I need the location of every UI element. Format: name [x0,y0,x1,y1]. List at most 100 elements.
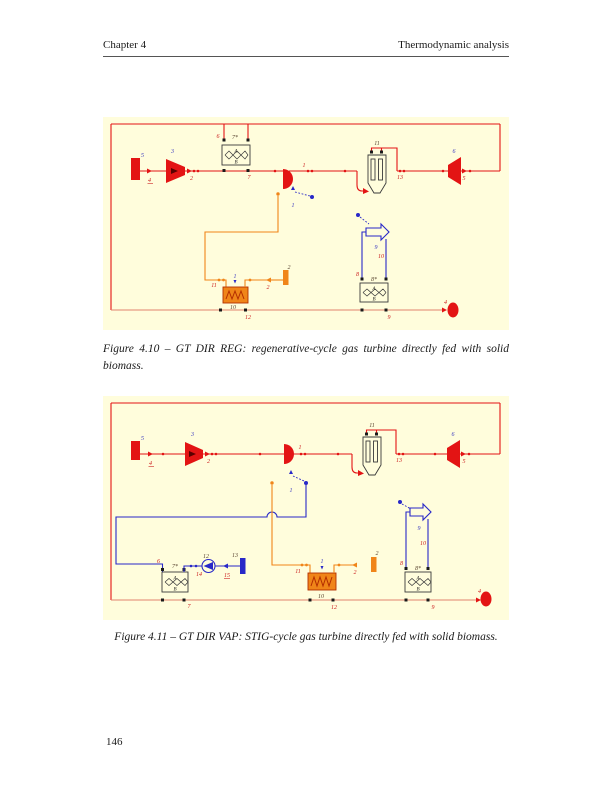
fuel-dryer-icon: 11 1 10 12 2 2 [271,485,379,611]
flow-arrow-icon [461,451,466,457]
dryer-out-label: 12 [245,315,251,321]
water-arrow-icon [223,563,228,569]
control-marker-icon [291,186,295,190]
fuel-source-label: 2 [288,265,291,271]
flow-arrow-icon [462,168,467,174]
figure-4-10-diagram: 5 4 3 2 6 7* A B 7 [103,117,509,330]
fan-out-label: 10 [378,254,384,260]
dryer-in-label: 11 [295,569,301,575]
fuel-source-icon [283,270,289,285]
sink-label: 4 [444,299,447,306]
compressor-out-label: 2 [207,459,210,465]
filter-label: 11 [369,423,375,429]
hx8-out-label: 9 [388,315,391,321]
hx7-out-label: 7 [248,175,252,181]
filter-out-label: 13 [397,175,403,181]
exhaust-loop-lines [110,123,501,311]
flow-arrow-icon [147,168,152,174]
turbine-label: 6 [453,149,456,155]
dryer-ctrl-label: 1 [234,274,237,280]
hx8-out-label: 9 [432,605,435,611]
hx7-a-label: A [172,577,177,582]
stack-sink-icon: 4 [442,299,459,318]
flow-arrow-icon [148,451,153,457]
fuel-port-dot [276,192,280,196]
figure-4-11-caption: Figure 4.11 – GT DIR VAP: STIG-cycle gas… [103,629,509,646]
hx7-b-label: B [234,161,237,166]
control-node-dot [310,195,314,199]
header-section: Thermodynamic analysis [398,39,509,51]
turbine-icon: 6 5 [447,432,500,468]
page-header: Chapter 4 Thermodynamic analysis [103,39,509,51]
hx8-b-label: B [416,588,419,593]
fuel-stream-label: 2 [267,285,270,291]
hx8-in-label: 8 [356,272,359,278]
hx7-in-label: 6 [217,134,220,140]
control-node-dot [398,500,402,504]
page-number: 146 [106,736,123,748]
biomass-source-icon: 5 4 [131,153,166,184]
compressor-out-label: 2 [190,176,193,182]
caption-line: Figure 4.11 – GT DIR VAP: STIG-cycle gas… [114,631,498,643]
water-source-icon [240,558,246,574]
fan-out-label: 10 [420,541,426,547]
fuel-port-dot [270,481,274,485]
caption-line: biomass. [103,360,144,372]
hx7-a-label: A [233,150,238,155]
dryer-in-label: 11 [211,283,217,289]
fuel-stream-label: 2 [354,570,357,576]
pump-out-label: 14 [196,571,202,578]
gt-dir-reg-schematic: 5 4 3 2 6 7* A B 7 [110,123,501,321]
compressor-label: 3 [170,149,174,155]
turbine-icon: 6 5 [448,149,500,185]
fuel-arrow-icon [352,562,357,568]
hx8-a-label: A [415,577,420,582]
exhaust-loop-lines [110,402,501,601]
flow-arrow-icon [205,451,210,457]
economizer-hx-icon: 7* A B 7 [161,564,192,610]
combustor-ctrl-label: 1 [292,203,295,209]
fan-label: 9 [375,245,378,251]
source-label: 5 [141,153,144,159]
hx8-a-label: A [371,287,376,292]
filter-feed-line [336,452,364,476]
combustor-ctrl-label: 1 [290,488,293,494]
figure-4-11-diagram: 5 4 3 2 1 1 [103,396,509,620]
fan-icon: 9 8 10 [356,213,390,278]
figure-4-10-caption: Figure 4.10 – GT DIR REG: regenerative-c… [103,341,509,375]
combustor-icon: 1 1 [270,444,352,494]
compressor-label: 3 [190,432,194,438]
condenser-hx-icon: 8* A B 9 [359,277,391,321]
combustor-out-label: 1 [303,163,306,169]
water-stream-label: 15 [224,573,230,579]
dryer-out-label: 12 [331,605,337,611]
combustor-out-label: 1 [299,445,302,451]
hx8-title: 8* [415,566,421,572]
regenerator-hx-icon: 6 7* A B 7 [217,124,252,181]
filter-label: 11 [374,141,380,147]
fuel-dryer-icon: 11 1 10 12 2 2 [204,196,291,321]
steam-line: 6 [115,485,307,572]
turbine-label: 6 [452,432,455,438]
sink-label: 4 [478,588,481,595]
source-stream-label: 4 [149,460,152,467]
condenser-hx-icon: 8* A B 9 [404,566,435,611]
stack-sink-icon: 4 [476,588,492,607]
header-chapter: Chapter 4 [103,39,147,51]
fuel-arrow-icon [266,277,271,283]
turbine-out-label: 5 [463,176,466,182]
gt-dir-vap-schematic: 5 4 3 2 1 1 [110,402,501,611]
dryer-title: 10 [230,305,236,311]
pump-label: 12 [203,554,209,560]
fuel-source-label: 2 [376,551,379,557]
control-node-dot [304,481,308,485]
caption-line: Figure 4.10 – GT DIR REG: regenerative-c… [103,343,509,355]
source-label: 5 [141,436,144,442]
fan-icon: 9 8 10 [398,500,432,567]
filter-out-label: 13 [396,458,402,464]
fan-label: 9 [418,526,421,532]
water-source-label: 13 [232,553,238,559]
hx8-title: 8* [371,277,377,283]
feed-pump-icon: 12 14 13 15 [183,553,246,579]
